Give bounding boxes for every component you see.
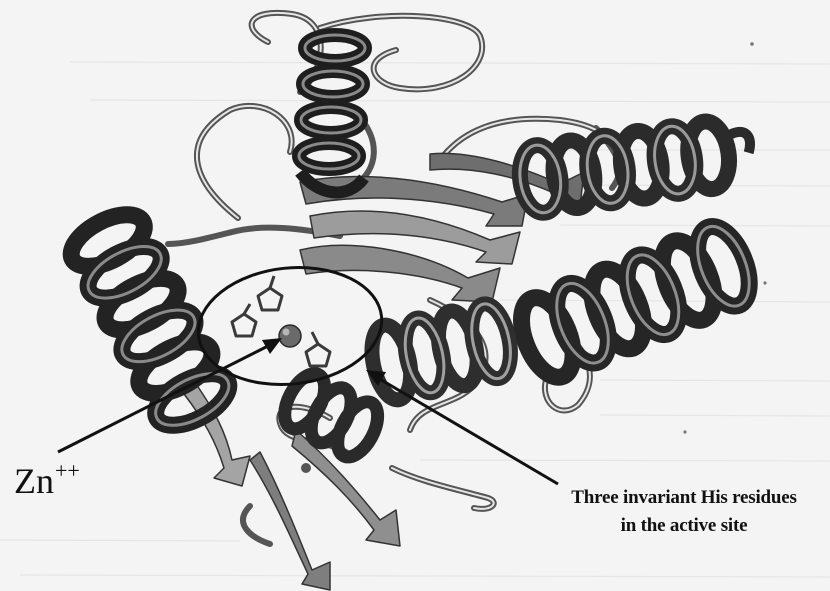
zinc-ion-sphere — [279, 325, 301, 347]
his-residues-label: Three invariant His residues in the acti… — [536, 484, 830, 540]
zinc-highlight — [283, 329, 290, 336]
zinc-element-text: Zn — [14, 461, 54, 501]
zinc-charge-text: ++ — [55, 458, 80, 483]
his-label-line-1: Three invariant His residues — [536, 484, 830, 512]
zinc-label: Zn++ — [14, 453, 80, 499]
his-label-line-2: in the active site — [536, 512, 830, 540]
solvent-dot — [301, 463, 311, 473]
helix-top — [299, 35, 365, 192]
